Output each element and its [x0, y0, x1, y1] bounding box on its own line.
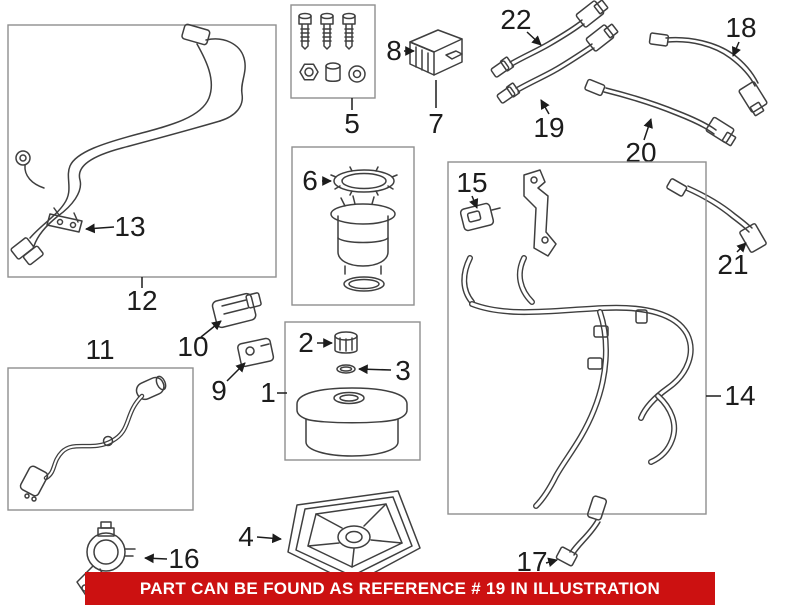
part-label-9: 9 [211, 375, 227, 406]
part-14-hose-assembly: 15 14 [447, 161, 756, 515]
part-11-frame [7, 367, 194, 511]
part-10-sensor: 10 [177, 292, 262, 362]
part-label-13: 13 [114, 211, 145, 242]
part-9-switch: 9 [211, 337, 275, 406]
part-11-hose: 11 [7, 334, 194, 511]
reference-banner-text: PART CAN BE FOUND AS REFERENCE # 19 IN I… [139, 578, 661, 598]
part-label-10: 10 [177, 331, 208, 362]
leader-16 [144, 553, 168, 564]
part-label-15: 15 [456, 167, 487, 198]
part-19-sensor: 19 [496, 23, 619, 143]
part-label-1: 1 [260, 377, 276, 408]
part-label-4: 4 [238, 521, 254, 552]
part-5-frame [290, 4, 376, 99]
part-label-6: 6 [302, 165, 318, 196]
part-label-2: 2 [298, 327, 314, 358]
leader-21 [736, 242, 747, 253]
part-22-sensor: 22 [490, 0, 609, 78]
leader-15 [469, 195, 479, 209]
reference-banner: PART CAN BE FOUND AS REFERENCE # 19 IN I… [85, 572, 715, 605]
part-6-frame [291, 146, 415, 306]
part-16-valve: 16 [76, 521, 200, 598]
leader-3 [358, 364, 392, 375]
part-label-8: 8 [386, 35, 402, 66]
part-7-valve-unit: 8 7 [386, 29, 463, 139]
part-15-sensor [459, 202, 501, 232]
part-label-17: 17 [516, 546, 547, 577]
leader-22 [526, 31, 542, 46]
part-label-3: 3 [395, 355, 411, 386]
leader-13 [85, 223, 115, 234]
part-label-14: 14 [724, 380, 755, 411]
leader-9 [226, 362, 246, 382]
leader-4 [256, 533, 282, 544]
part-1-reservoir: 2 3 1 [260, 321, 421, 461]
leader-19 [540, 99, 550, 115]
part-17-sensor: 17 [516, 495, 608, 577]
part-label-18: 18 [725, 12, 756, 43]
part-21-sensor: 21 [666, 178, 767, 280]
part-label-16: 16 [168, 543, 199, 574]
leader-17 [545, 557, 558, 568]
part-12-fuel-line-assembly: 13 12 [7, 23, 277, 316]
part-4-oil-pan: 4 [238, 490, 421, 585]
part-label-22: 22 [500, 4, 531, 35]
part-label-12: 12 [126, 285, 157, 316]
part-18-sensor: 18 [648, 12, 768, 117]
part-20-sensor: 20 [584, 78, 737, 168]
part-label-20: 20 [625, 137, 656, 168]
part-label-21: 21 [717, 249, 748, 280]
part-1-frame [284, 321, 421, 461]
leader-18 [731, 41, 741, 57]
part-5-hardware-kit: 5 [290, 4, 376, 139]
part-14-frame [447, 161, 707, 515]
leader-20 [643, 118, 653, 141]
part-label-5: 5 [344, 108, 360, 139]
part-label-11: 11 [85, 334, 114, 365]
part-label-19: 19 [533, 112, 564, 143]
part-6-fuel-pump-module: 6 [291, 146, 415, 306]
part-label-7: 7 [428, 108, 444, 139]
leader-10 [200, 320, 222, 338]
